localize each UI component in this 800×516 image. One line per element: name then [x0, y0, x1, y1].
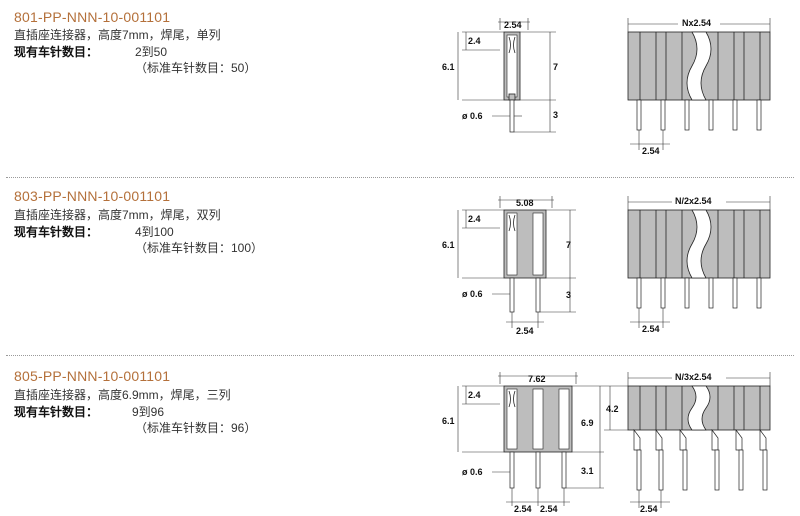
pin-count-range: 2到50: [135, 45, 168, 59]
section-divider: [6, 355, 794, 356]
pin-count-label: 现有车针数目：: [14, 45, 99, 59]
pin-count-label: 现有车针数目：: [14, 225, 99, 239]
pin-count-label: 现有车针数目：: [14, 405, 99, 419]
product-section-803: 803-PP-NNN-10-001101 直插座连接器，高度7mm，焊尾，双列 …: [0, 180, 800, 352]
side-view-drawing: 7.62 2.4 6.1 6.9 3.1 ø 0.6 2.54 2.54: [442, 372, 604, 514]
dim-top: 2.4: [468, 36, 481, 46]
dim-top: 2.4: [468, 390, 481, 400]
dim-height: 7: [553, 62, 558, 72]
product-description: 直插座连接器，高度6.9mm，焊尾，三列: [14, 388, 231, 402]
part-number: 803-PP-NNN-10-001101: [14, 188, 171, 204]
dim-pitch: 2.54: [640, 504, 658, 514]
dim-width: 5.08: [516, 198, 534, 208]
dim-body: 6.1: [442, 62, 455, 72]
front-view-drawing: N/2x2.54 2.54: [627, 195, 771, 334]
side-view-drawing: 2.54 2.4 6.1 7 3 ø 0.6: [442, 18, 558, 133]
side-view-drawing: 5.08 2.4 6.1 7 3 ø 0.6 2.54: [442, 196, 576, 336]
part-number: 801-PP-NNN-10-001101: [14, 9, 171, 25]
dim-length: N/2x2.54: [675, 196, 712, 206]
product-description: 直插座连接器，高度7mm，焊尾，单列: [14, 28, 221, 42]
dim-pitch-2: 2.54: [540, 504, 558, 514]
dim-body: 6.1: [442, 416, 455, 426]
front-view-drawing: Nx2.54 2.54: [627, 17, 771, 156]
standard-pin-count: （标准车针数目：100）: [135, 241, 264, 255]
dim-pitch: 2.54: [642, 146, 660, 156]
dim-pitch: 2.54: [516, 326, 534, 336]
pin-count-range: 4到100: [135, 225, 174, 239]
pin-count-range: 9到96: [132, 405, 165, 419]
dim-height: 6.9: [581, 418, 594, 428]
section-divider: [6, 177, 794, 178]
dim-diameter: ø 0.6: [462, 289, 483, 299]
dim-tail: 3: [566, 290, 571, 300]
dim-length: Nx2.54: [682, 18, 711, 28]
dim-height: 7: [566, 240, 571, 250]
dim-length: N/3x2.54: [675, 372, 712, 382]
dim-body: 6.1: [442, 240, 455, 250]
part-number: 805-PP-NNN-10-001101: [14, 368, 171, 384]
product-section-805: 805-PP-NNN-10-001101 直插座连接器，高度6.9mm，焊尾，三…: [0, 358, 800, 516]
dim-diameter: ø 0.6: [462, 467, 483, 477]
dim-top: 2.4: [468, 214, 481, 224]
dim-width: 2.54: [504, 20, 522, 30]
product-description: 直插座连接器，高度7mm，焊尾，双列: [14, 208, 221, 222]
dim-diameter: ø 0.6: [462, 111, 483, 121]
dim-width: 7.62: [528, 374, 546, 384]
product-section-801: 801-PP-NNN-10-001101 直插座连接器，高度7mm，焊尾，单列 …: [0, 0, 800, 172]
dim-pitch: 2.54: [642, 324, 660, 334]
standard-pin-count: （标准车针数目：96）: [135, 421, 257, 435]
standard-pin-count: （标准车针数目：50）: [135, 61, 257, 75]
dim-pitch: 2.54: [514, 504, 532, 514]
dim-tail: 3: [553, 110, 558, 120]
dim-tail: 3.1: [581, 466, 594, 476]
front-view-drawing: N/3x2.54 4.2 2.54: [604, 371, 771, 514]
dim-side: 4.2: [606, 404, 619, 414]
